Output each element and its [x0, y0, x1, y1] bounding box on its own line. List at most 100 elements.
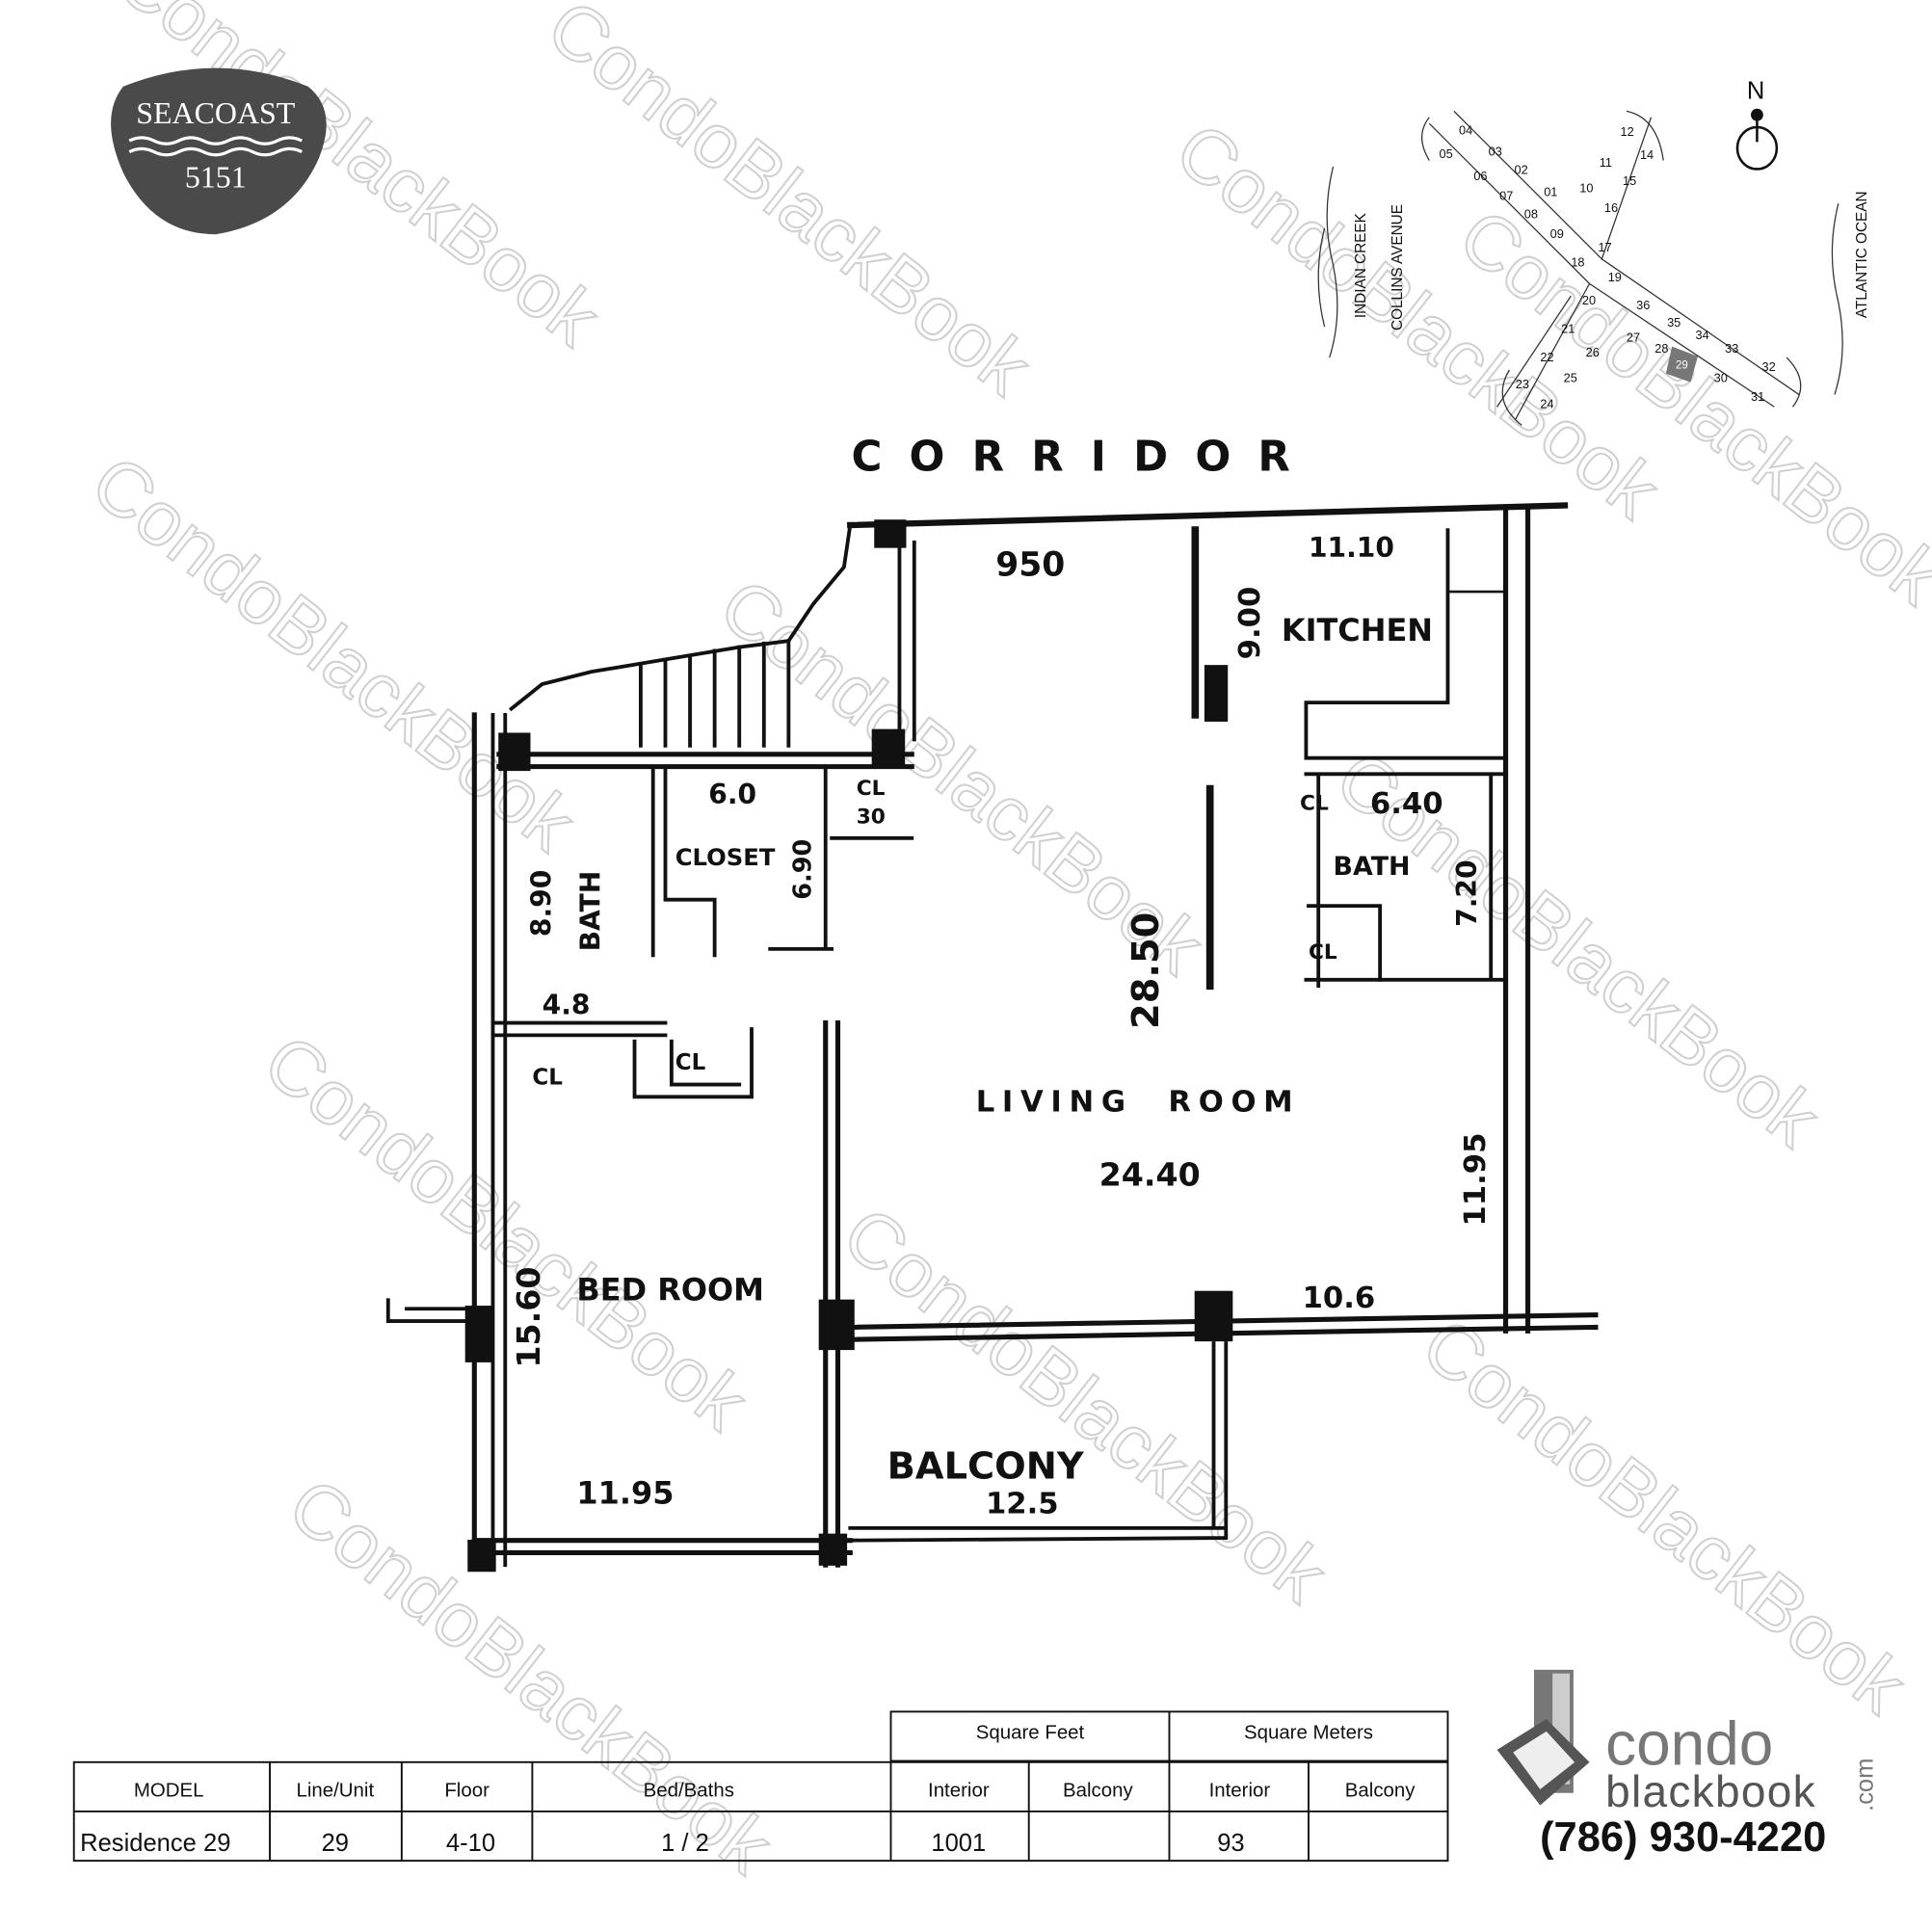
svg-text:10: 10	[1579, 181, 1593, 196]
svg-text:15: 15	[1623, 173, 1636, 188]
header-floor: Floor	[444, 1780, 490, 1802]
svg-text:35: 35	[1667, 315, 1681, 330]
corridor-label: CORRIDOR	[851, 434, 1317, 482]
svg-text:27: 27	[1627, 330, 1640, 344]
living-room-label: LIVING ROOM	[976, 1086, 1301, 1120]
header-model: MODEL	[134, 1780, 204, 1802]
dim-690: 6.90	[788, 839, 817, 900]
phone-number[interactable]: (786) 930-4220	[1540, 1814, 1826, 1861]
logo-name: SEACOAST	[136, 96, 295, 130]
svg-text:04: 04	[1459, 123, 1472, 138]
dim-2850: 28.50	[1125, 912, 1168, 1029]
highlighted-unit-label: 29	[1676, 360, 1688, 372]
header-sqft-balcony: Balcony	[1063, 1780, 1133, 1802]
group-header-square-feet: Square Feet	[976, 1722, 1085, 1744]
svg-text:01: 01	[1544, 185, 1557, 199]
condoblackbook-logo: condo blackbook .com (786) 930-4220	[1496, 1669, 1879, 1861]
header-sqm-interior: Interior	[1209, 1780, 1271, 1802]
svg-text:03: 03	[1489, 144, 1502, 158]
svg-text:32: 32	[1762, 359, 1776, 374]
svg-text:02: 02	[1515, 163, 1528, 177]
watermark: CondoBlackBook	[828, 1190, 1342, 1619]
dim-890: 8.90	[526, 870, 558, 937]
svg-text:21: 21	[1561, 322, 1575, 336]
dim-48: 4.8	[543, 990, 591, 1021]
svg-text:09: 09	[1550, 226, 1564, 241]
cell-floor: 4-10	[446, 1830, 495, 1857]
cell-sqm-interior: 93	[1217, 1830, 1244, 1857]
dim-2440: 24.40	[1099, 1155, 1201, 1193]
indian-creek-label: INDIAN CREEK	[1353, 212, 1369, 318]
dim-60: 6.0	[708, 779, 756, 810]
watermark: CondoBlackBook	[274, 1461, 788, 1890]
balcony-label: BALCONY	[887, 1445, 1085, 1489]
svg-text:28: 28	[1654, 341, 1668, 356]
floorplan-labels: 950 11.10 9.00 KITCHEN 6.0 CL 30 CLOSET …	[510, 532, 1493, 1520]
highlighted-unit: 29	[1665, 346, 1699, 383]
svg-text:25: 25	[1564, 371, 1577, 385]
svg-text:23: 23	[1516, 377, 1529, 391]
seacoast-logo: SEACOAST 5151	[111, 67, 327, 235]
cl-right1-label: CL	[1300, 791, 1329, 815]
closet-label: CLOSET	[675, 843, 776, 871]
kitchen-label: KITCHEN	[1282, 612, 1433, 648]
bath-left-label: BATH	[575, 871, 607, 952]
unit-info-table	[72, 1710, 1449, 1863]
svg-text:11: 11	[1600, 155, 1612, 170]
svg-text:19: 19	[1608, 270, 1622, 284]
cl-left1-label: CL	[532, 1066, 563, 1091]
watermark: CondoBlackBook	[76, 438, 591, 867]
atlantic-ocean-label: ATLANTIC OCEAN	[1854, 191, 1870, 318]
header-sqm-balcony: Balcony	[1345, 1780, 1416, 1802]
north-arrow-icon	[1735, 108, 1779, 171]
dim-30: 30	[857, 805, 886, 829]
brand-line1: condo	[1605, 1708, 1773, 1778]
site-map: INDIAN CREEK COLLINS AVENUE ATLANTIC OCE…	[1317, 78, 1870, 426]
dim-1195-bed: 11.95	[576, 1474, 674, 1511]
dim-1560: 15.60	[510, 1267, 547, 1368]
watermark: CondoBlackBook	[1407, 1301, 1921, 1730]
svg-text:31: 31	[1751, 389, 1764, 404]
brand-suffix: .com	[1852, 1758, 1879, 1811]
brand-line2: blackbook	[1605, 1766, 1816, 1816]
svg-text:30: 30	[1714, 371, 1728, 385]
bedroom-label: BED ROOM	[576, 1271, 764, 1308]
svg-text:06: 06	[1473, 169, 1487, 183]
cl-right2-label: CL	[1309, 940, 1337, 965]
svg-text:26: 26	[1586, 345, 1600, 359]
cell-bed-baths: 1 / 2	[661, 1830, 709, 1857]
dim-125: 12.5	[986, 1488, 1059, 1521]
dim-720: 7.20	[1451, 859, 1483, 926]
dim-900: 9.00	[1233, 587, 1267, 660]
svg-text:16: 16	[1604, 200, 1618, 215]
dim-106: 10.6	[1303, 1282, 1376, 1315]
svg-text:17: 17	[1598, 240, 1611, 254]
svg-text:05: 05	[1440, 146, 1453, 161]
svg-text:18: 18	[1571, 254, 1584, 269]
svg-text:22: 22	[1540, 350, 1553, 364]
svg-text:08: 08	[1524, 207, 1538, 222]
watermarks: CondoBlackBook CondoBlackBook CondoBlack…	[75, 0, 1932, 1890]
svg-text:12: 12	[1620, 124, 1633, 139]
dim-640: 6.40	[1370, 787, 1443, 821]
dim-950: 950	[995, 545, 1065, 584]
group-header-square-meters: Square Meters	[1244, 1722, 1373, 1744]
collins-avenue-label: COLLINS AVENUE	[1389, 204, 1406, 330]
cl-left2-label: CL	[675, 1050, 706, 1075]
svg-text:34: 34	[1695, 328, 1708, 342]
header-line-unit: Line/Unit	[296, 1780, 374, 1802]
floorplan-walls	[385, 502, 1599, 1573]
svg-text:20: 20	[1582, 293, 1596, 307]
watermark: CondoBlackBook	[532, 0, 1046, 411]
cell-line-unit: 29	[322, 1830, 349, 1857]
svg-text:33: 33	[1725, 341, 1738, 356]
header-sqft-interior: Interior	[928, 1780, 990, 1802]
cell-sqft-interior: 1001	[931, 1830, 986, 1857]
cell-model: Residence 29	[80, 1830, 230, 1857]
north-label: N	[1747, 78, 1764, 105]
svg-text:14: 14	[1640, 147, 1654, 162]
svg-text:07: 07	[1499, 188, 1513, 202]
svg-text:24: 24	[1540, 397, 1553, 411]
